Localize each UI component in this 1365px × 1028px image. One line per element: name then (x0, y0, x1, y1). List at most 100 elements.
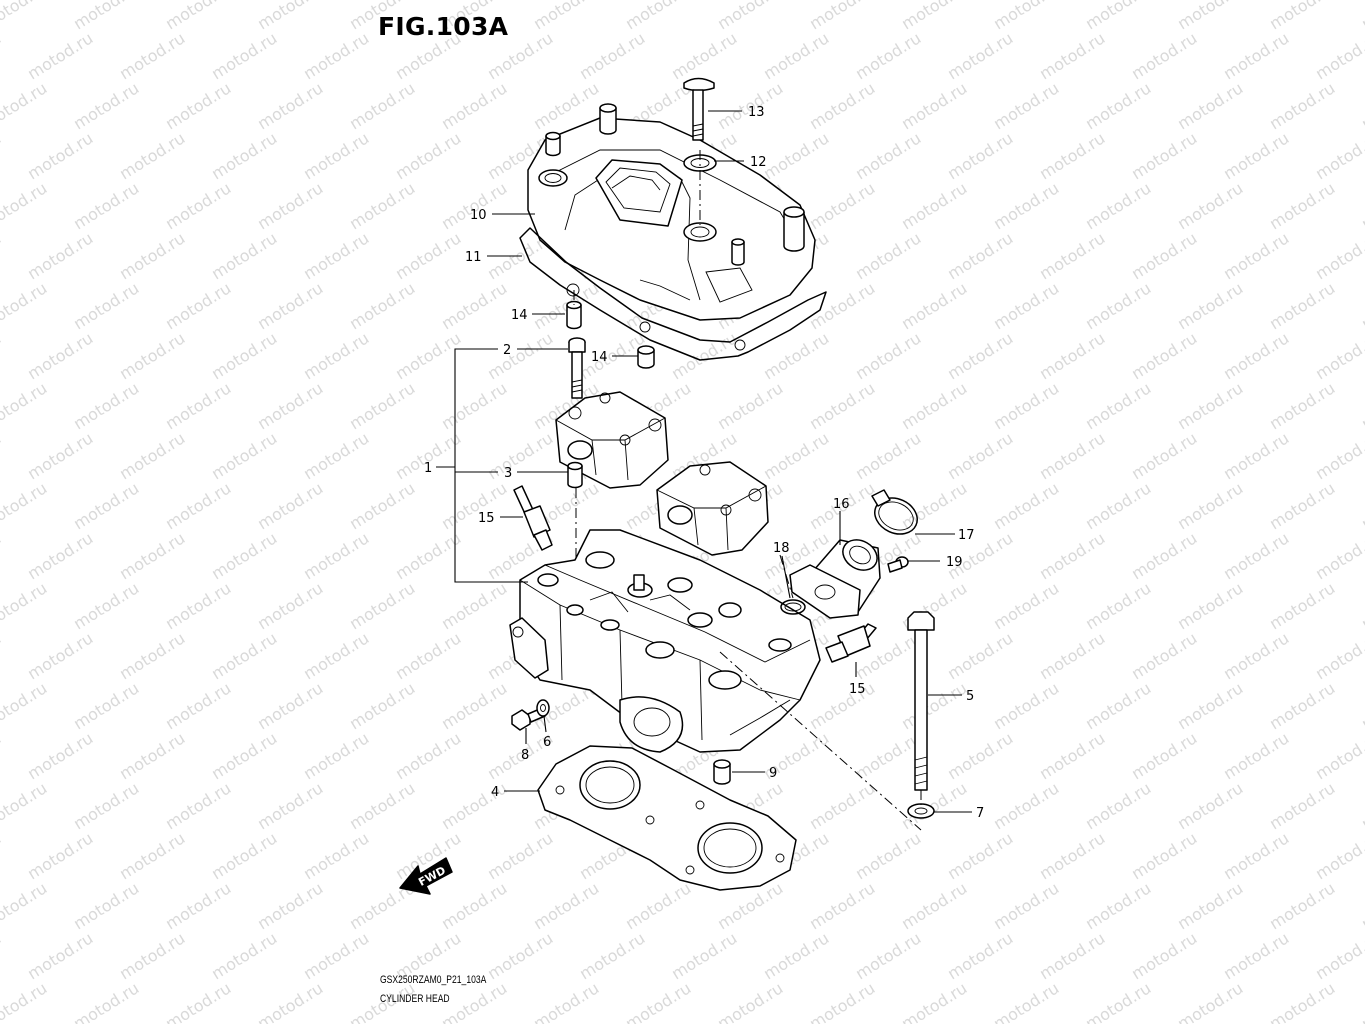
watermark-text: motod.ru (0, 128, 4, 183)
watermark-text: motod.ru (1128, 728, 1200, 783)
callout-14-upper: 14 (511, 308, 528, 323)
watermark-text: motod.ru (300, 928, 372, 983)
watermark-text: motod.ru (990, 478, 1062, 533)
watermark-text: motod.ru (990, 878, 1062, 933)
watermark-text: motod.ru (1174, 178, 1246, 233)
watermark-text: motod.ru (806, 78, 878, 133)
watermark-text: motod.ru (714, 0, 786, 33)
watermark-text: motod.ru (24, 228, 96, 283)
watermark-text: motod.ru (1266, 0, 1338, 33)
watermark-text: motod.ru (576, 28, 648, 83)
watermark-text: motod.ru (162, 0, 234, 33)
watermark-text: motod.ru (1220, 728, 1292, 783)
watermark-text: motod.ru (1174, 978, 1246, 1024)
dowel-pin-3[interactable] (567, 461, 583, 489)
watermark-text: motod.ru (1174, 378, 1246, 433)
callout-14-lower: 14 (591, 350, 608, 365)
camshaft-holder-right[interactable] (656, 461, 769, 556)
watermark-text: motod.ru (944, 228, 1016, 283)
watermark-text: motod.ru (898, 478, 970, 533)
watermark-text: motod.ru (1036, 828, 1108, 883)
watermark-text: motod.ru (898, 878, 970, 933)
watermark-text: motod.ru (70, 778, 142, 833)
watermark-text: motod.ru (714, 378, 786, 433)
watermark-text: motod.ru (852, 28, 924, 83)
watermark-text: motod.ru (760, 928, 832, 983)
watermark-text: motod.ru (1082, 378, 1154, 433)
watermark-text: motod.ru (944, 28, 1016, 83)
watermark-text: motod.ru (254, 978, 326, 1024)
watermark-text: motod.ru (530, 978, 602, 1024)
watermark-text: motod.ru (70, 278, 142, 333)
watermark-text: motod.ru (0, 728, 4, 783)
watermark-text: motod.ru (898, 0, 970, 33)
bolt-2[interactable] (568, 337, 586, 399)
watermark-text: motod.ru (1358, 878, 1365, 933)
watermark-text: motod.ru (1036, 628, 1108, 683)
watermark-text: motod.ru (438, 578, 510, 633)
watermark-text: motod.ru (852, 728, 924, 783)
valve-cover-gasket[interactable] (519, 227, 827, 361)
head-gasket-4[interactable] (537, 745, 797, 891)
dowel-pin-14a[interactable] (566, 300, 582, 330)
watermark-text: motod.ru (208, 828, 280, 883)
valve-cover[interactable] (527, 103, 816, 321)
watermark-text: motod.ru (300, 128, 372, 183)
washer-7[interactable] (907, 803, 935, 819)
watermark-text: motod.ru (162, 178, 234, 233)
watermark-text: motod.ru (0, 628, 4, 683)
watermark-text: motod.ru (0, 678, 50, 733)
watermark-text: motod.ru (438, 378, 510, 433)
o-ring-18[interactable] (780, 599, 806, 615)
watermark-text: motod.ru (1358, 178, 1365, 233)
bolt-13[interactable] (683, 77, 715, 141)
watermark-text: motod.ru (1312, 328, 1365, 383)
watermark-text: motod.ru (852, 928, 924, 983)
spark-plug-right[interactable] (825, 623, 877, 663)
watermark-text: motod.ru (622, 0, 694, 33)
watermark-text: motod.ru (392, 328, 464, 383)
watermark-text: motod.ru (254, 378, 326, 433)
long-bolt-5[interactable] (907, 611, 935, 791)
intake-pipe-16[interactable] (789, 534, 883, 619)
watermark-text: motod.ru (1174, 0, 1246, 33)
watermark-text: motod.ru (1312, 628, 1365, 683)
watermark-text: motod.ru (944, 928, 1016, 983)
watermark-text: motod.ru (24, 728, 96, 783)
dowel-pin-9[interactable] (713, 759, 731, 785)
watermark-text: motod.ru (254, 78, 326, 133)
camshaft-holder-left[interactable] (555, 391, 669, 489)
watermark-text: motod.ru (116, 728, 188, 783)
watermark-text: motod.ru (0, 378, 50, 433)
watermark-text: motod.ru (1128, 628, 1200, 683)
callout-18: 18 (773, 541, 790, 556)
watermark-text: motod.ru (1082, 778, 1154, 833)
watermark-text: motod.ru (1128, 128, 1200, 183)
watermark-text: motod.ru (1174, 278, 1246, 333)
washer-6[interactable] (536, 699, 550, 717)
watermark-text: motod.ru (70, 678, 142, 733)
dowel-pin-14b[interactable] (637, 345, 655, 369)
watermark-text: motod.ru (1266, 278, 1338, 333)
spark-plug-left[interactable] (513, 485, 553, 551)
watermark-text: motod.ru (990, 378, 1062, 433)
callout-labels: 13 12 10 11 14 2 14 1 3 15 16 17 18 19 1… (424, 105, 984, 821)
watermark-text: motod.ru (484, 928, 556, 983)
watermark-text: motod.ru (1220, 228, 1292, 283)
screw-19[interactable] (887, 556, 909, 573)
watermark-text: motod.ru (1358, 978, 1365, 1024)
watermark-text: motod.ru (990, 678, 1062, 733)
watermark-text: motod.ru (622, 978, 694, 1024)
watermark-text: motod.ru (1266, 778, 1338, 833)
watermark-text: motod.ru (1036, 28, 1108, 83)
watermark-text: motod.ru (1174, 578, 1246, 633)
watermark-text: motod.ru (346, 478, 418, 533)
cylinder-head[interactable] (509, 529, 821, 753)
watermark-text: motod.ru (392, 228, 464, 283)
watermark-text: motod.ru (0, 928, 4, 983)
hose-clamp-17[interactable] (869, 489, 923, 541)
watermark-text: motod.ru (0, 528, 4, 583)
watermark-text: motod.ru (300, 628, 372, 683)
callout-17: 17 (958, 528, 975, 543)
